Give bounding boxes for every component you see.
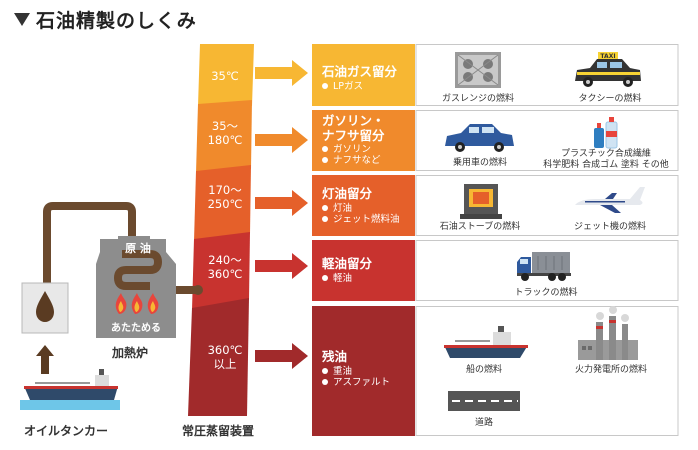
tanker-label: オイルタンカー	[24, 424, 109, 438]
fraction-name-lpg: 石油ガス留分	[322, 64, 398, 79]
fraction-box-gasoline	[312, 110, 415, 171]
arrow-diesel	[255, 253, 308, 279]
ship-icon	[444, 326, 528, 358]
oil-drop-icon	[36, 291, 54, 322]
furnace-crude-tag: 原 油	[125, 242, 151, 255]
tower-section-diesel	[192, 232, 250, 310]
oil-tanker-icon	[20, 369, 120, 410]
temp-label-kerosene: 170～ 250℃	[207, 183, 243, 211]
fraction-name-kerosene: 灯油留分	[322, 186, 373, 201]
pipe-joint	[193, 285, 203, 295]
tower-label: 常圧蒸留装置	[182, 424, 255, 438]
caption-oil-stove: 石油ストーブの燃料	[439, 222, 521, 232]
tower-section-lpg	[198, 44, 254, 106]
triangle-icon	[14, 13, 30, 26]
caption-truck: トラックの燃料	[514, 288, 578, 298]
temp-label-diesel: 240～ 360℃	[207, 253, 243, 281]
arrow-lpg	[255, 60, 308, 86]
temp-label-gasoline: 35～ 180℃	[207, 119, 243, 147]
furnace-heating-label: あたためる	[111, 323, 161, 334]
car-icon	[445, 124, 514, 152]
arrow-residue	[255, 343, 308, 369]
tower-section-kerosene	[194, 165, 251, 241]
product-lpg: LPガス	[322, 81, 363, 93]
fraction-name-diesel: 軽油留分	[322, 256, 373, 271]
title-text: 石油精製のしくみ	[36, 10, 197, 32]
furnace	[96, 236, 176, 338]
furnace-label: 加熱炉	[112, 346, 149, 360]
caption-plastics: プラスチック合成繊維 科学肥料 合成ゴム 塗料 その他	[543, 149, 669, 170]
up-arrow-icon	[36, 345, 54, 374]
oil-stove-icon	[460, 184, 502, 219]
caption-car: 乗用車の燃料	[452, 158, 507, 168]
caption-taxi: タクシーの燃料	[578, 94, 642, 104]
temp-label-lpg: 35℃	[211, 69, 239, 83]
product-naphtha: ナフサなど	[322, 155, 381, 167]
road-icon	[448, 391, 520, 411]
product-gasoline: ガソリン	[322, 144, 371, 156]
arrows	[255, 60, 308, 369]
jet-icon	[575, 187, 645, 213]
tower-section-residue	[188, 298, 249, 416]
page-title: 石油精製のしくみ	[14, 6, 197, 33]
caption-jet: ジェット機の燃料	[573, 222, 646, 232]
product-jet-fuel: ジェット燃料油	[322, 214, 400, 226]
truck-icon	[517, 252, 571, 281]
caption-gas-stove: ガスレンジの燃料	[441, 94, 514, 104]
fraction-box-residue	[312, 306, 415, 436]
fraction-name-residue: 残油	[322, 349, 348, 364]
taxi-icon: TAXI	[575, 52, 641, 87]
use-panel-kerosene	[415, 175, 679, 236]
fraction-boxes	[312, 44, 415, 436]
fraction-box-kerosene	[312, 175, 415, 236]
plastic-bottles-icon	[594, 117, 618, 149]
temp-label-residue: 360℃ 以上	[207, 343, 243, 371]
arrow-kerosene	[255, 190, 308, 216]
oil-tank	[21, 282, 69, 334]
product-heavy-oil: 重油	[322, 366, 352, 378]
flame-icons	[115, 293, 159, 314]
fraction-box-lpg	[312, 44, 415, 106]
power-plant-icon	[578, 306, 638, 360]
arrow-gasoline	[255, 127, 308, 153]
fraction-box-diesel	[312, 240, 415, 301]
product-asphalt: アスファルト	[322, 377, 390, 389]
taxi-sign: TAXI	[600, 53, 615, 60]
distillation-tower	[188, 44, 254, 416]
product-kerosene: 灯油	[322, 203, 352, 215]
caption-road: 道路	[474, 418, 493, 428]
caption-ship: 船の燃料	[465, 365, 502, 375]
gas-stove-icon	[455, 52, 501, 88]
caption-power-plant: 火力発電所の燃料	[574, 365, 647, 375]
product-diesel: 軽油	[322, 273, 352, 285]
fraction-name-gasoline: ガソリン・ ナフサ留分	[322, 113, 385, 143]
tower-section-gasoline	[196, 100, 252, 173]
use-panel-residue	[415, 306, 679, 436]
